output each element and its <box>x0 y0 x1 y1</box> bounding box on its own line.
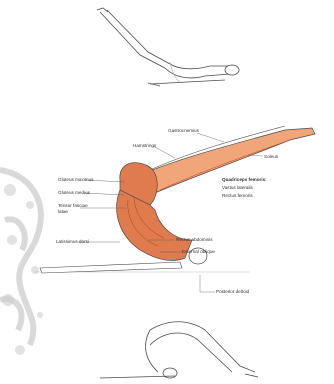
label-vastus-lateralis: Vastus lateralis <box>222 185 253 191</box>
watermark-ornament <box>0 170 41 345</box>
label-soleus: Soleus <box>264 154 278 160</box>
label-latissimus-dorsi: Latissimus dorsi <box>56 239 89 245</box>
label-gluteus-maximus: Gluteus maximus <box>58 177 94 183</box>
label-rectus-femoris: Rectus femoris <box>222 193 253 199</box>
label-hamstrings: Hamstrings <box>133 143 156 149</box>
bottom-figure <box>100 322 258 378</box>
label-gluteus-medius: Gluteus medius <box>58 190 90 196</box>
label-posterior-deltoid: Posterior deltoid <box>216 289 249 295</box>
label-quadriceps-femoris: Quadriceps femoris: <box>222 177 267 183</box>
label-gastrocnemius: Gastrocnemius <box>168 128 199 134</box>
label-tensor-fasciae-latae: Tensor fasciae latae <box>58 203 90 215</box>
top-figure <box>97 8 239 86</box>
label-rectus-abdominis: Rectus abdominis <box>176 237 213 243</box>
label-external-oblique: External oblique <box>182 249 215 255</box>
